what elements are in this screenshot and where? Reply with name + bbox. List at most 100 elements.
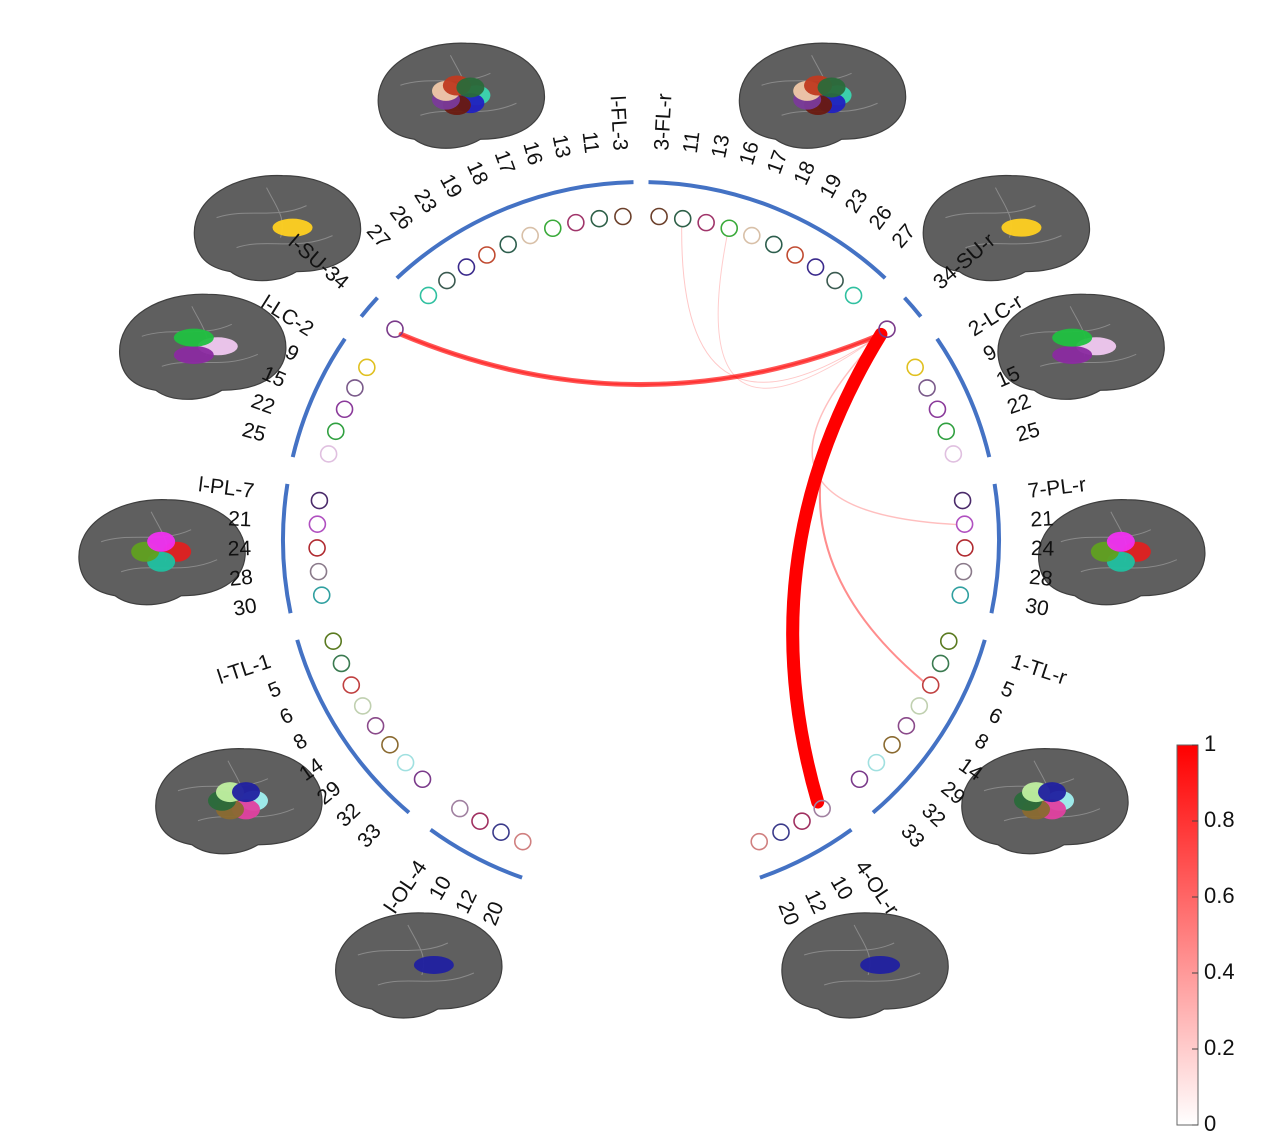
region-node xyxy=(720,219,739,238)
node-label: 5 xyxy=(265,677,285,703)
brain-lc-l-icon xyxy=(119,293,287,400)
region-node xyxy=(312,586,331,604)
colorbar-gradient xyxy=(1176,744,1199,1126)
region-node xyxy=(906,358,924,377)
node-label: 26 xyxy=(385,202,417,234)
region-node xyxy=(697,213,715,232)
colorbar-tick-label: 0.6 xyxy=(1204,883,1235,908)
region-node xyxy=(673,209,692,228)
region-node xyxy=(793,812,811,830)
node-label: 30 xyxy=(1024,594,1051,621)
group-arc-lc-r xyxy=(935,337,992,458)
brain-lc-r-icon xyxy=(997,293,1165,400)
connection-link xyxy=(811,333,958,526)
node-label: 12 xyxy=(451,886,482,917)
connection-link xyxy=(400,333,882,386)
node-label: 24 xyxy=(227,537,251,561)
node-label: 32 xyxy=(917,799,950,832)
region-node xyxy=(513,832,532,851)
region-node xyxy=(918,379,936,397)
connection-link xyxy=(681,226,882,383)
node-label: 18 xyxy=(790,158,821,189)
node-label: 27 xyxy=(362,220,395,253)
region-node xyxy=(750,832,769,851)
group-label: l-OL-4 xyxy=(380,856,432,917)
region-node xyxy=(813,799,831,818)
node-label: 16 xyxy=(735,139,763,168)
region-node xyxy=(955,515,974,533)
node-label: 10 xyxy=(425,872,457,904)
region-node xyxy=(492,823,510,841)
region-node xyxy=(332,654,351,673)
node-label: 17 xyxy=(490,147,520,177)
region-node xyxy=(590,209,609,228)
region-node xyxy=(878,320,896,338)
node-label: 19 xyxy=(435,170,466,201)
node-label: 32 xyxy=(332,799,365,832)
group-arc-ol-r xyxy=(759,828,853,880)
region-node xyxy=(956,539,974,557)
region-node xyxy=(543,219,562,238)
brain-ol-r-icon xyxy=(781,912,949,1019)
region-nodes xyxy=(308,207,974,851)
node-label: 8 xyxy=(290,729,312,755)
region-node xyxy=(386,320,404,338)
region-node xyxy=(765,235,783,254)
group-label: 7-PL-r xyxy=(1027,473,1088,503)
node-label: 33 xyxy=(353,820,386,853)
group-arc-fl-r xyxy=(648,180,887,280)
brain-fl-r-icon xyxy=(738,42,907,149)
brain-tl-r-icon xyxy=(961,748,1129,855)
region-node xyxy=(308,539,326,557)
region-node xyxy=(366,717,385,735)
group-label: l-PL-7 xyxy=(197,473,255,503)
region-node xyxy=(310,491,329,510)
node-label: 20 xyxy=(773,899,803,929)
region-node xyxy=(413,770,432,789)
region-node xyxy=(419,286,438,305)
brain-fl-l-icon xyxy=(377,42,546,149)
brain-pl-r-icon xyxy=(1038,499,1206,606)
node-label: 5 xyxy=(998,677,1018,703)
node-label: 19 xyxy=(816,170,847,201)
connection-link xyxy=(398,331,884,387)
node-label: 28 xyxy=(1028,566,1053,591)
brain-su-r-icon xyxy=(922,175,1091,282)
region-node xyxy=(928,400,947,419)
group-label: 4-OL-r xyxy=(850,856,903,919)
group-arc-lc-l xyxy=(290,337,347,458)
node-label: 27 xyxy=(887,220,920,253)
node-label: 13 xyxy=(707,133,734,161)
node-label: 20 xyxy=(479,899,509,929)
brain-ol-l-icon xyxy=(335,912,503,1019)
region-node xyxy=(850,770,869,789)
brain-tl-l-icon xyxy=(155,748,323,855)
group-arc-pl-r xyxy=(989,483,1001,614)
region-node xyxy=(867,753,886,772)
node-label: 22 xyxy=(248,390,278,420)
connection-link xyxy=(717,235,882,389)
region-node xyxy=(939,632,958,650)
region-node xyxy=(897,717,916,735)
region-node xyxy=(844,286,863,305)
node-label: 13 xyxy=(548,133,575,161)
group-arc-fl-l xyxy=(395,180,634,280)
colorbar-tick-label: 0 xyxy=(1204,1111,1216,1135)
node-label: 18 xyxy=(462,158,493,189)
colorbar-tick-label: 0.8 xyxy=(1204,807,1235,832)
colorbar: 00.20.40.60.81 xyxy=(1176,731,1235,1135)
colorbar-tick-label: 1 xyxy=(1204,731,1216,756)
region-node xyxy=(883,735,901,754)
group-arc-pl-l xyxy=(281,483,293,614)
node-label: 6 xyxy=(276,703,297,729)
group-arc-su-r xyxy=(903,296,923,318)
region-node xyxy=(342,676,361,694)
region-node xyxy=(954,562,973,581)
group-label: 1-TL-r xyxy=(1008,650,1069,690)
region-node xyxy=(806,258,825,276)
region-node xyxy=(567,213,585,232)
region-node xyxy=(438,271,456,290)
region-node xyxy=(944,445,963,463)
node-label: 8 xyxy=(971,729,993,755)
